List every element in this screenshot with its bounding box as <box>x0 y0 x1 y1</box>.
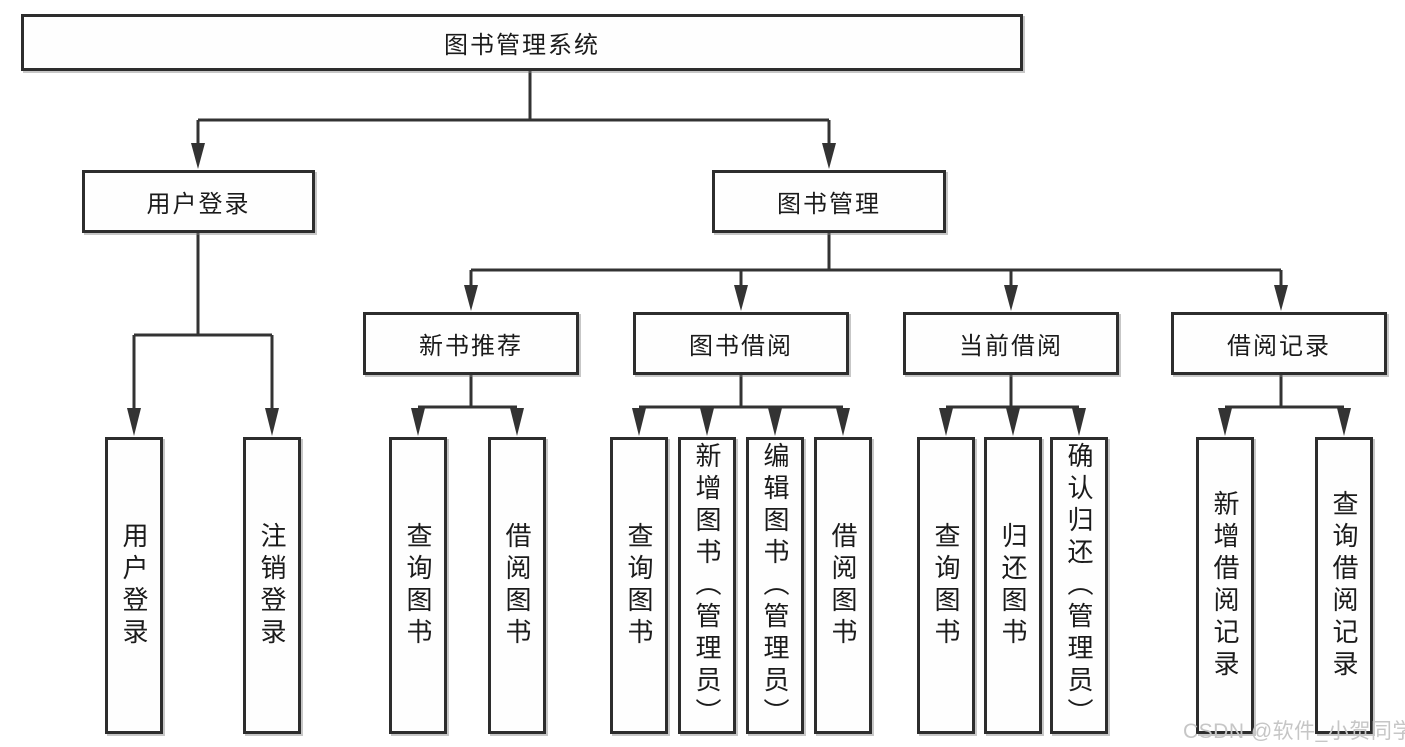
node-leaf-add-borrow-record: 新增借阅记录 <box>1196 437 1254 734</box>
node-current-borrow: 当前借阅 <box>903 312 1119 375</box>
arrow-leaf-borrow-books <box>836 408 850 436</box>
node-leaf-query-books-recommend: 查询图书 <box>389 437 447 734</box>
arrow-leaf-login <box>127 408 141 436</box>
node-user-login: 用户登录 <box>82 170 315 233</box>
node-leaf-logout: 注销登录 <box>243 437 301 734</box>
node-leaf-borrow-books-recommend: 借阅图书 <box>488 437 546 734</box>
arrow-new-books <box>464 285 478 311</box>
node-leaf-return-books: 归还图书 <box>984 437 1042 734</box>
arrow-user-login <box>191 143 205 169</box>
node-leaf-add-books-admin: 新增图书（管理员） <box>678 437 736 734</box>
arrow-leaf-query-recommend <box>411 408 425 436</box>
arrow-leaf-add-books <box>700 408 714 436</box>
arrow-leaf-query-borrow <box>632 408 646 436</box>
arrow-leaf-query-record <box>1337 408 1351 436</box>
node-borrow-records: 借阅记录 <box>1171 312 1387 375</box>
node-book-borrow: 图书借阅 <box>633 312 849 375</box>
arrow-current-borrow <box>1004 285 1018 311</box>
node-leaf-confirm-return-admin: 确认归还（管理员） <box>1050 437 1108 734</box>
arrow-leaf-logout <box>265 408 279 436</box>
node-leaf-query-borrow-record: 查询借阅记录 <box>1315 437 1373 734</box>
node-leaf-query-books-current: 查询图书 <box>917 437 975 734</box>
node-book-mgmt: 图书管理 <box>712 170 946 233</box>
arrow-book-borrow <box>734 285 748 311</box>
node-new-books: 新书推荐 <box>363 312 579 375</box>
arrow-leaf-return-books <box>1006 408 1020 436</box>
node-leaf-query-books-borrow: 查询图书 <box>610 437 668 734</box>
node-leaf-edit-books-admin: 编辑图书（管理员） <box>746 437 804 734</box>
arrow-leaf-borrow-recommend <box>510 408 524 436</box>
node-leaf-borrow-books: 借阅图书 <box>814 437 872 734</box>
arrow-book-mgmt <box>822 143 836 169</box>
arrow-borrow-records <box>1274 285 1288 311</box>
arrow-leaf-query-current <box>939 408 953 436</box>
arrowheads <box>127 143 1351 436</box>
node-root: 图书管理系统 <box>21 14 1023 71</box>
node-leaf-user-login: 用户登录 <box>105 437 163 734</box>
arrow-leaf-confirm-return <box>1072 408 1086 436</box>
arrow-leaf-add-record <box>1218 408 1232 436</box>
watermark: CSDN @软件_小贺同学 <box>1183 720 1405 743</box>
arrow-leaf-edit-books <box>768 408 782 436</box>
